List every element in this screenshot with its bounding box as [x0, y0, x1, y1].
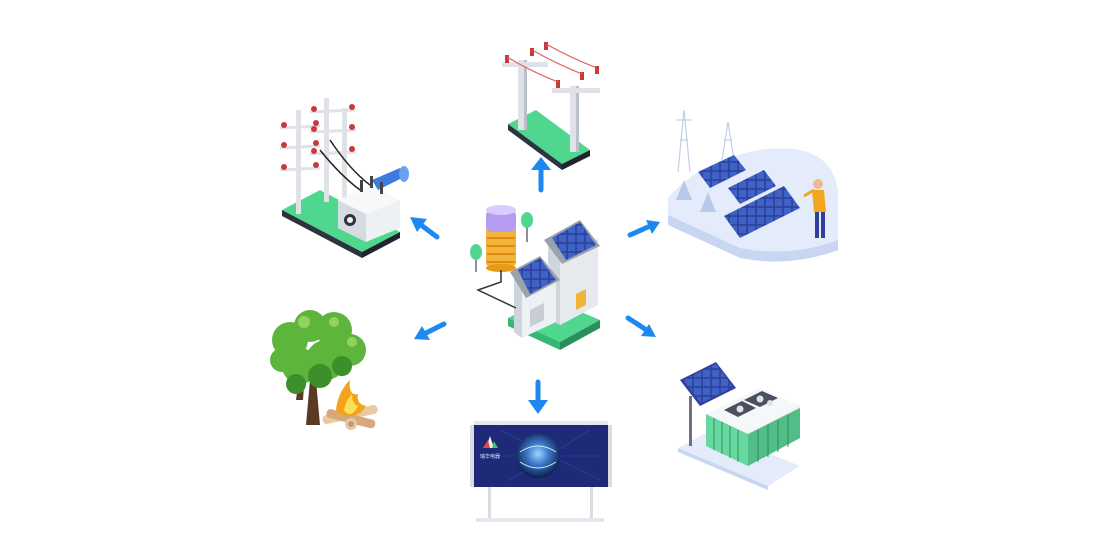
arrow-up: [531, 157, 551, 193]
campfire-icon: [322, 380, 378, 430]
substation-transformer-icon: [279, 98, 409, 258]
solar-rooftop-building-icon: [678, 362, 800, 490]
battery-icon: [486, 205, 516, 272]
screen-logo-text: 瑞华电器: [480, 453, 500, 460]
display-screen-globe-icon: 瑞华电器: [470, 421, 612, 522]
worker-person-icon: [803, 179, 826, 238]
arrows-group: [410, 157, 660, 414]
tree-and-campfire-icon: [270, 310, 378, 430]
power-line-pole-icon: [502, 42, 600, 170]
solar-house-with-battery-icon: [470, 205, 600, 350]
screen-logo: 瑞华电器: [480, 436, 500, 460]
arrow-up-right: [627, 220, 660, 238]
arrow-up-left: [410, 217, 440, 240]
arrow-down: [528, 379, 548, 414]
small-tree-icon: [470, 212, 533, 272]
solar-farm-in-snow-icon: [668, 109, 838, 262]
arrow-down-right: [625, 315, 656, 337]
arrow-down-left: [414, 321, 447, 340]
